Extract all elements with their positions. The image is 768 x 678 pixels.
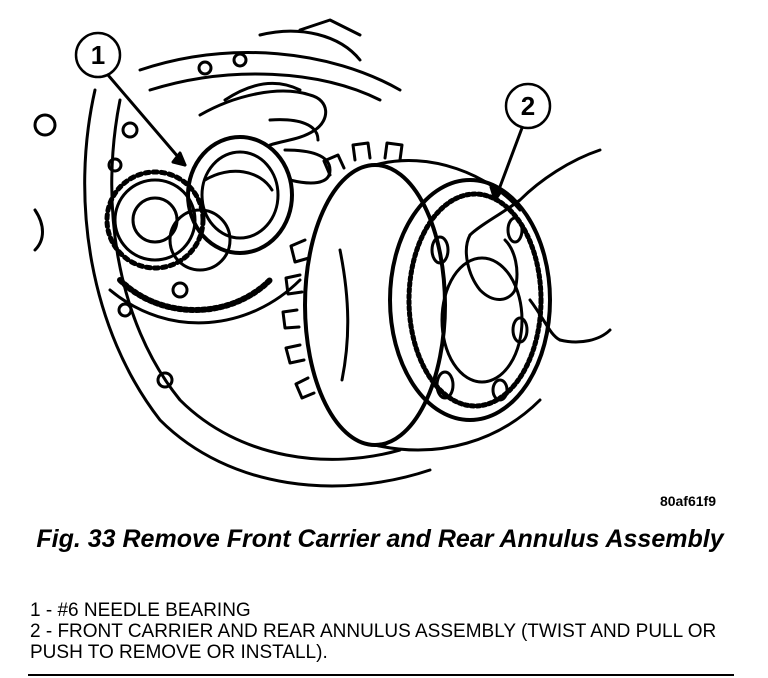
callout-leader-1	[74, 31, 187, 167]
callout-number-2: 2	[521, 91, 535, 121]
planetary-gear-set	[104, 169, 302, 325]
legend: 1 - #6 NEEDLE BEARING 2 - FRONT CARRIER …	[30, 600, 730, 663]
needle-bearing	[186, 135, 294, 255]
divider	[28, 674, 734, 676]
left-hand	[198, 81, 332, 185]
legend-item: 2 - FRONT CARRIER AND REAR ANNULUS ASSEM…	[30, 621, 717, 663]
callout-leader-2	[489, 82, 552, 202]
transmission-case	[33, 18, 432, 488]
figure-caption: Fig. 33 Remove Front Carrier and Rear An…	[36, 525, 724, 553]
carrier-annulus-assembly	[281, 141, 552, 452]
callout-number-1: 1	[91, 40, 105, 70]
figure-id-code: 80af61f9	[659, 493, 716, 509]
right-hand	[464, 148, 612, 344]
technical-illustration: 1 2	[33, 18, 612, 488]
legend-item: 1 - #6 NEEDLE BEARING	[30, 600, 251, 621]
